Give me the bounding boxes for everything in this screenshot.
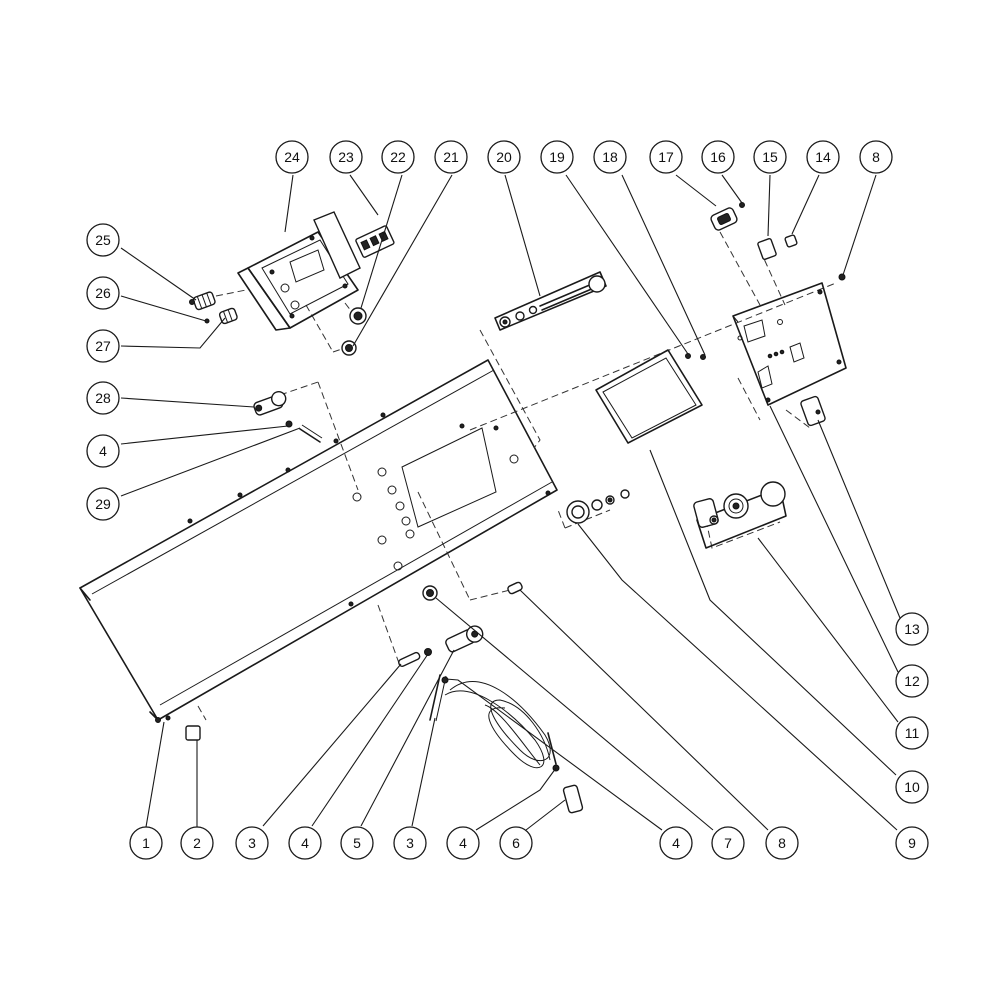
leader-lines <box>120 174 901 831</box>
svg-text:13: 13 <box>904 621 920 637</box>
svg-text:1: 1 <box>142 835 150 851</box>
callout-8: 8 <box>765 826 799 860</box>
callout-4: 4 <box>659 826 693 860</box>
svg-text:24: 24 <box>284 149 300 165</box>
callout-26: 26 <box>86 276 120 310</box>
svg-text:22: 22 <box>390 149 406 165</box>
assembly-lines <box>197 231 837 721</box>
control-plate <box>732 282 847 406</box>
svg-text:29: 29 <box>95 496 111 512</box>
control-module <box>189 211 395 356</box>
callout-22: 22 <box>381 140 415 174</box>
svg-text:18: 18 <box>602 149 618 165</box>
callout-6: 6 <box>499 826 533 860</box>
callout-18: 18 <box>593 140 627 174</box>
callout-5: 5 <box>340 826 374 860</box>
svg-text:28: 28 <box>95 390 111 406</box>
panel-holes <box>155 412 551 723</box>
gauge-group <box>693 481 787 549</box>
svg-text:8: 8 <box>872 149 880 165</box>
svg-text:11: 11 <box>905 725 920 741</box>
callouts: 1 2 3 4 5 3 4 6 4 7 8 9 10 11 12 13 8 14… <box>86 140 929 860</box>
callout-8: 8 <box>859 140 893 174</box>
callout-3: 3 <box>393 826 427 860</box>
callout-4: 4 <box>446 826 480 860</box>
svg-text:19: 19 <box>549 149 565 165</box>
svg-text:12: 12 <box>904 673 920 689</box>
callout-10: 10 <box>895 770 929 804</box>
svg-text:10: 10 <box>904 779 920 795</box>
callout-19: 19 <box>540 140 574 174</box>
callout-23: 23 <box>329 140 363 174</box>
callout-28: 28 <box>86 381 120 415</box>
callout-29: 29 <box>86 487 120 521</box>
callout-21: 21 <box>434 140 468 174</box>
svg-text:23: 23 <box>338 149 354 165</box>
callout-14: 14 <box>806 140 840 174</box>
switch-parts <box>685 202 846 427</box>
callout-3: 3 <box>235 826 269 860</box>
callout-16: 16 <box>701 140 735 174</box>
front-panel <box>79 359 558 723</box>
svg-text:25: 25 <box>95 232 111 248</box>
callout-2: 2 <box>180 826 214 860</box>
svg-text:7: 7 <box>724 835 732 851</box>
svg-text:9: 9 <box>908 835 916 851</box>
callout-4: 4 <box>86 434 120 468</box>
handle-bracket <box>494 271 607 331</box>
callout-1: 1 <box>129 826 163 860</box>
svg-text:4: 4 <box>459 835 467 851</box>
left-fittings <box>253 391 323 443</box>
callout-15: 15 <box>753 140 787 174</box>
callout-12: 12 <box>895 664 929 698</box>
svg-text:2: 2 <box>193 835 201 851</box>
callout-17: 17 <box>649 140 683 174</box>
svg-text:27: 27 <box>95 338 111 354</box>
svg-text:17: 17 <box>658 149 674 165</box>
svg-text:3: 3 <box>248 835 256 851</box>
svg-text:8: 8 <box>778 835 786 851</box>
svg-text:4: 4 <box>99 443 107 459</box>
callout-25: 25 <box>86 223 120 257</box>
callout-4: 4 <box>288 826 322 860</box>
callout-7: 7 <box>711 826 745 860</box>
callout-9: 9 <box>895 826 929 860</box>
callout-11: 11 <box>895 716 929 750</box>
svg-text:6: 6 <box>512 835 520 851</box>
svg-text:26: 26 <box>95 285 111 301</box>
callout-20: 20 <box>487 140 521 174</box>
svg-text:20: 20 <box>496 149 512 165</box>
svg-text:3: 3 <box>406 835 414 851</box>
svg-text:5: 5 <box>353 835 361 851</box>
svg-text:14: 14 <box>815 149 831 165</box>
display-window <box>595 349 703 444</box>
callout-24: 24 <box>275 140 309 174</box>
cable-assembly <box>429 674 584 814</box>
terminal-block <box>355 225 395 258</box>
callout-27: 27 <box>86 329 120 363</box>
svg-text:16: 16 <box>710 149 726 165</box>
callout-13: 13 <box>895 612 929 646</box>
fittings-bottom <box>165 581 523 741</box>
gauge-fitting <box>566 489 630 524</box>
svg-text:4: 4 <box>672 835 680 851</box>
svg-text:15: 15 <box>762 149 778 165</box>
svg-text:21: 21 <box>443 149 459 165</box>
svg-text:4: 4 <box>301 835 309 851</box>
